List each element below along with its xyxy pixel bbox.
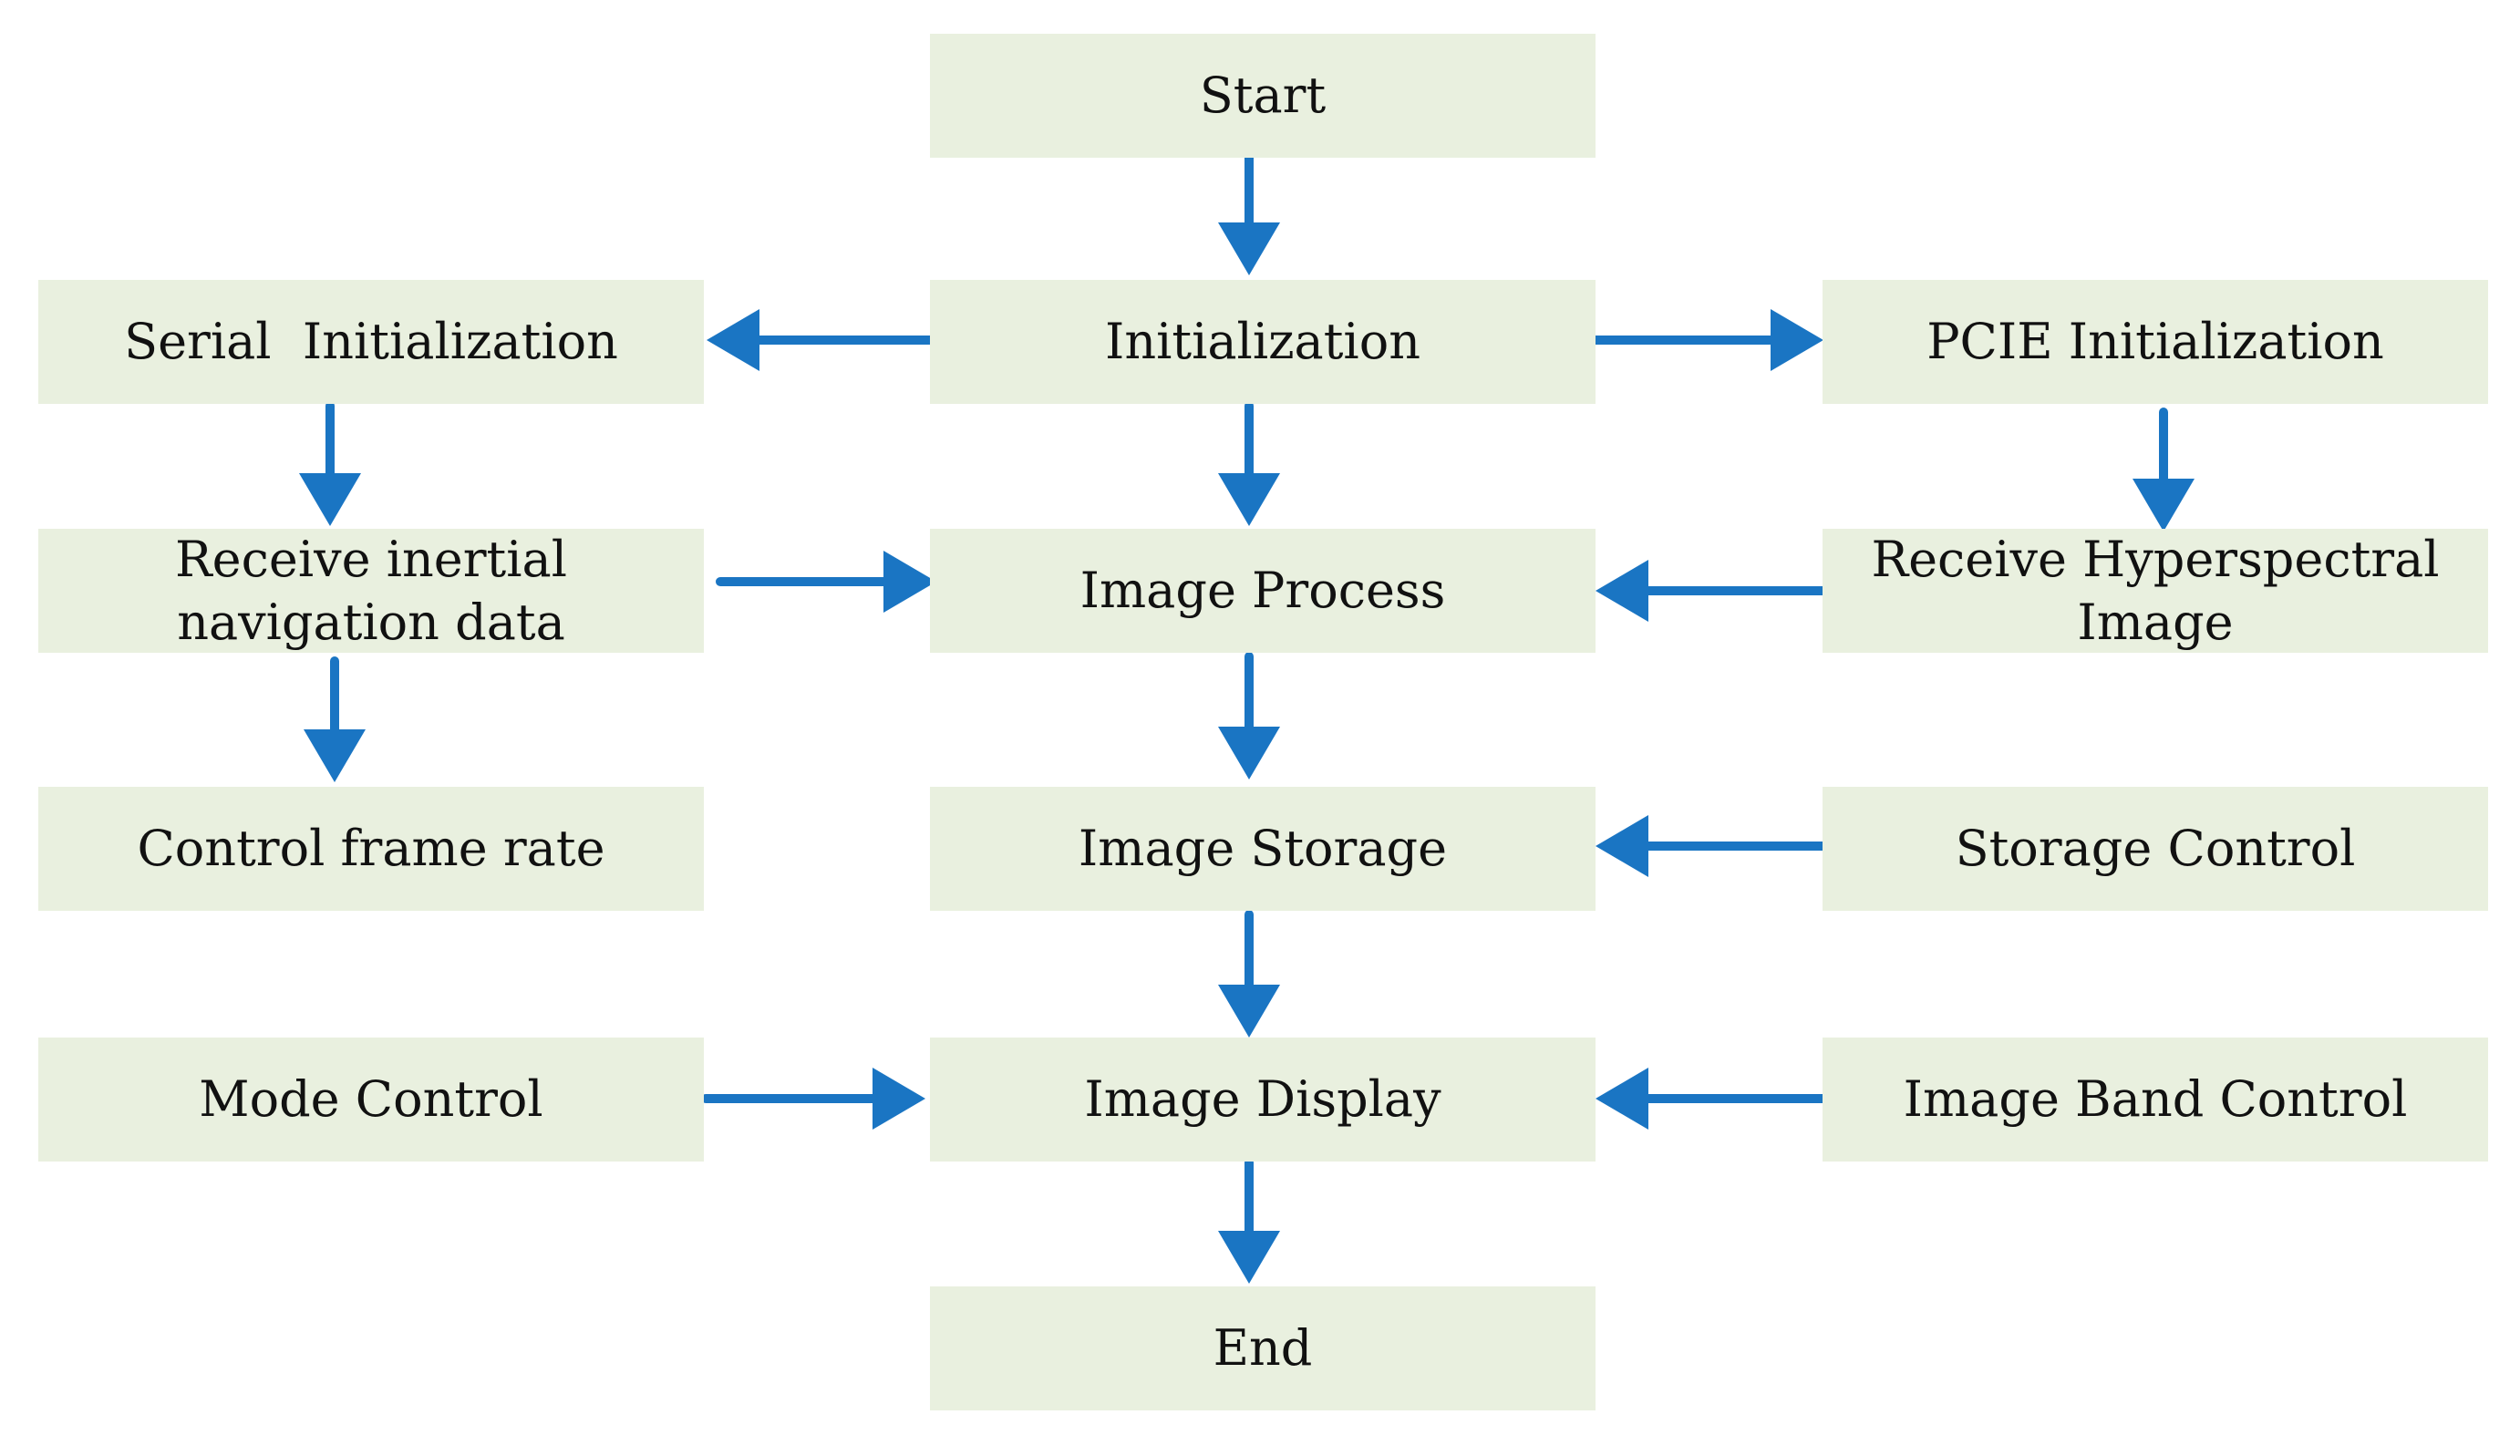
arrow-receive-inertial-to-image-process-head — [883, 551, 936, 613]
image-storage-label: Image Storage — [1078, 820, 1448, 878]
arrow-image-display-to-end — [1218, 1158, 1280, 1284]
image-display-label: Image Display — [1084, 1070, 1441, 1129]
control-frame-rate-label: Control frame rate — [137, 820, 605, 878]
arrow-storage-control-to-image-storage — [1596, 815, 1831, 877]
arrow-receive-inertial-to-image-process — [716, 551, 936, 613]
storage-control-label: Storage Control — [1955, 820, 2356, 878]
arrow-image-process-to-image-storage-head — [1218, 727, 1280, 780]
arrow-initialization-to-image-process — [1218, 401, 1280, 526]
arrow-receive-inertial-to-control-frame-rate-head — [304, 729, 366, 782]
arrow-receive-inertial-to-control-frame-rate — [304, 656, 366, 782]
arrow-image-process-to-image-storage — [1218, 652, 1280, 780]
image-band-control-node: Image Band Control — [1823, 1038, 2488, 1162]
pcie-initialization-node: PCIE Initialization — [1823, 280, 2488, 404]
arrow-serial-to-receive-inertial-head — [299, 473, 361, 526]
pcie-initialization-label: PCIE Initialization — [1926, 313, 2384, 371]
arrow-receive-hyperspectral-to-image-process-head — [1596, 560, 1648, 622]
start-label: Start — [1199, 67, 1327, 125]
serial-initialization-node: Serial Initialization — [38, 280, 704, 404]
end-label: End — [1213, 1319, 1313, 1378]
receive-hyperspectral-label: Receive Hyperspectral Image — [1871, 530, 2440, 651]
arrow-start-to-initialization — [1218, 150, 1280, 275]
image-band-control-label: Image Band Control — [1903, 1070, 2408, 1129]
mode-control-node: Mode Control — [38, 1038, 704, 1162]
mode-control-label: Mode Control — [199, 1070, 543, 1129]
image-process-node: Image Process — [930, 529, 1596, 653]
image-process-label: Image Process — [1079, 562, 1446, 620]
receive-inertial-node: Receive inertial navigation data — [38, 529, 704, 653]
arrow-mode-control-to-image-display-head — [873, 1068, 925, 1130]
arrow-band-control-to-image-display-head — [1596, 1068, 1648, 1130]
initialization-node: Initialization — [930, 280, 1596, 404]
serial-initialization-label: Serial Initialization — [124, 313, 618, 371]
arrow-start-to-initialization-head — [1218, 222, 1280, 275]
arrow-initialization-to-image-process-head — [1218, 473, 1280, 526]
arrow-initialization-to-serial — [707, 309, 942, 371]
arrow-serial-to-receive-inertial — [299, 401, 361, 526]
arrow-image-storage-to-image-display — [1218, 910, 1280, 1038]
arrow-pcie-to-receive-hyperspectral — [2133, 408, 2195, 532]
arrow-storage-control-to-image-storage-head — [1596, 815, 1648, 877]
arrow-initialization-to-pcie-head — [1771, 309, 1823, 371]
storage-control-node: Storage Control — [1823, 787, 2488, 911]
end-node: End — [930, 1286, 1596, 1410]
arrow-receive-hyperspectral-to-image-process — [1596, 560, 1833, 622]
arrow-image-display-to-end-head — [1218, 1231, 1280, 1284]
receive-hyperspectral-node: Receive Hyperspectral Image — [1823, 529, 2488, 653]
receive-inertial-label: Receive inertial navigation data — [175, 530, 567, 651]
arrow-initialization-to-pcie — [1586, 309, 1823, 371]
control-frame-rate-node: Control frame rate — [38, 787, 704, 911]
arrow-pcie-to-receive-hyperspectral-head — [2133, 479, 2195, 532]
arrow-initialization-to-serial-head — [707, 309, 759, 371]
initialization-label: Initialization — [1105, 313, 1420, 371]
image-storage-node: Image Storage — [930, 787, 1596, 911]
arrow-mode-control-to-image-display — [701, 1068, 925, 1130]
arrow-image-storage-to-image-display-head — [1218, 985, 1280, 1038]
start-node: Start — [930, 34, 1596, 158]
arrow-band-control-to-image-display — [1596, 1068, 1831, 1130]
image-display-node: Image Display — [930, 1038, 1596, 1162]
